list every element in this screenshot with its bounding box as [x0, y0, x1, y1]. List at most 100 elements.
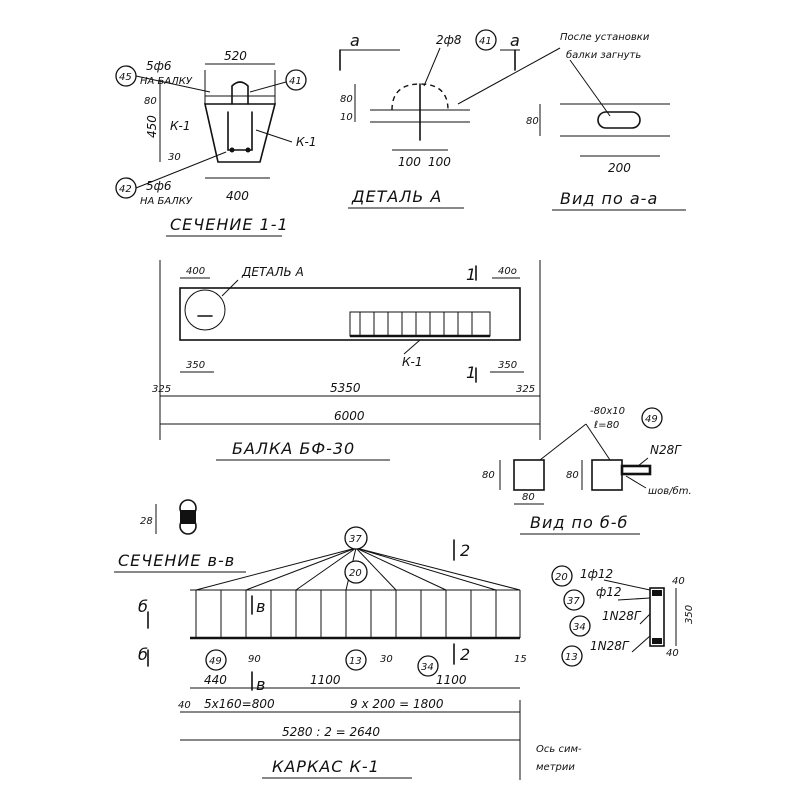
beam-title: БАЛКА БФ-30 [232, 439, 355, 458]
svg-text:13: 13 [565, 652, 578, 663]
svg-text:200: 200 [608, 161, 631, 175]
dim-520: 520 [224, 49, 247, 63]
svg-text:80: 80 [340, 94, 353, 105]
frame-cross-section [649, 587, 665, 647]
svg-text:34: 34 [573, 622, 586, 633]
svg-text:б: б [138, 597, 149, 616]
svg-text:ф12: ф12 [596, 585, 622, 599]
svg-text:Ось сим-: Ось сим- [536, 744, 582, 755]
svg-text:80: 80 [482, 470, 495, 481]
svg-text:350: 350 [498, 360, 517, 371]
svg-text:N28Г: N28Г [650, 443, 682, 457]
svg-text:40: 40 [178, 700, 191, 711]
frame-k1-title: КАРКАС К-1 [272, 757, 380, 776]
svg-text:1ф12: 1ф12 [580, 567, 613, 581]
svg-text:15: 15 [514, 654, 527, 665]
svg-text:30: 30 [168, 152, 181, 163]
svg-text:шов/бm.: шов/бm. [648, 485, 692, 497]
svg-text:350: 350 [186, 360, 205, 371]
svg-text:34: 34 [421, 662, 434, 673]
svg-text:49: 49 [645, 414, 658, 425]
view-b-b: -80х10 ℓ=80 49 80 80 80 N28Г шов/бm. Вид… [482, 406, 692, 535]
svg-text:9 х 200 = 1800: 9 х 200 = 1800 [350, 697, 444, 711]
svg-text:40: 40 [666, 648, 679, 659]
svg-text:2: 2 [460, 541, 471, 560]
svg-text:37: 37 [349, 534, 362, 545]
view-b-b-title: Вид по б-б [530, 513, 628, 532]
svg-text:80: 80 [144, 96, 157, 107]
svg-text:42: 42 [119, 184, 132, 195]
svg-text:5ф6: 5ф6 [146, 59, 172, 73]
svg-text:метрии: метрии [536, 762, 575, 773]
svg-text:37: 37 [567, 596, 580, 607]
svg-text:1: 1 [466, 265, 477, 284]
svg-text:5ф6: 5ф6 [146, 179, 172, 193]
svg-text:40: 40 [672, 576, 685, 587]
svg-text:20: 20 [349, 568, 362, 579]
svg-text:ДЕТАЛЬ А: ДЕТАЛЬ А [241, 265, 304, 279]
mark-41-circle [285, 69, 307, 91]
dim-450: 450 [145, 115, 159, 138]
svg-text:6000: 6000 [334, 409, 365, 423]
frame-legend: 20 1ф12 37 ф12 34 1N28Г 13 1N28Г 40 350 … [551, 565, 695, 667]
frame-k1-in-beam [349, 311, 491, 337]
svg-text:10: 10 [340, 112, 353, 123]
svg-text:350: 350 [684, 605, 695, 624]
svg-text:90: 90 [248, 654, 261, 665]
svg-text:5х160=800: 5х160=800 [204, 697, 275, 711]
beam-cross-section [204, 103, 277, 163]
svg-text:в: в [256, 597, 266, 616]
svg-text:в: в [256, 675, 266, 694]
svg-text:13: 13 [349, 656, 362, 667]
svg-text:1N28Г: 1N28Г [602, 609, 642, 623]
section-v-v-title: СЕЧЕНИЕ в-в [118, 551, 235, 570]
svg-text:НА БАЛКУ: НА БАЛКУ [140, 196, 193, 207]
section-1-1: 520 80 450 30 400 45 5ф6 НА БАЛКУ 41 К-1… [115, 49, 316, 237]
svg-text:К-1: К-1 [170, 119, 190, 133]
svg-text:80: 80 [526, 116, 539, 127]
svg-text:325: 325 [516, 384, 535, 395]
detail-a-title: ДЕТАЛЬ А [351, 187, 442, 206]
detail-a-callout [184, 289, 226, 331]
svg-text:440: 440 [204, 673, 227, 687]
frame-k1: 37 20 2 2 б б в в 49 13 34 15 90 30 440 … [138, 526, 582, 780]
svg-text:К-1: К-1 [296, 135, 316, 149]
mark-20-circle [344, 560, 368, 584]
svg-text:20: 20 [555, 572, 568, 583]
section-1-1-title: СЕЧЕНИЕ 1-1 [170, 215, 289, 234]
loop-hook [231, 81, 249, 105]
svg-text:НА БАЛКУ: НА БАЛКУ [140, 76, 193, 87]
section-v-v: 28 СЕЧЕНИЕ в-в [114, 499, 246, 573]
svg-text:40о: 40о [498, 266, 517, 277]
svg-text:К-1: К-1 [402, 355, 422, 369]
dim-400: 400 [226, 189, 249, 203]
svg-text:400: 400 [186, 266, 205, 277]
stirrup [227, 111, 253, 151]
svg-text:100: 100 [428, 155, 451, 169]
svg-text:а: а [510, 31, 521, 50]
svg-text:балки загнуть: балки загнуть [566, 49, 641, 61]
detail-a: а а 2ф8 41 80 10 100 100 ДЕТАЛЬ А [339, 29, 521, 209]
view-a-a: После установки балки загнуть 80 200 Вид… [457, 32, 686, 211]
svg-text:325: 325 [152, 384, 171, 395]
svg-text:1N28Г: 1N28Г [590, 639, 630, 653]
svg-text:41: 41 [479, 36, 492, 47]
view-a-a-title: Вид по а-а [560, 189, 658, 208]
svg-text:ℓ=80: ℓ=80 [594, 420, 619, 431]
hook-dashed [391, 83, 449, 111]
svg-text:41: 41 [289, 76, 302, 87]
svg-text:б: б [138, 645, 149, 664]
svg-text:5280 : 2 = 2640: 5280 : 2 = 2640 [282, 725, 380, 739]
svg-text:5350: 5350 [330, 381, 361, 395]
svg-text:2ф8: 2ф8 [436, 33, 462, 47]
svg-text:28: 28 [140, 516, 153, 527]
svg-text:1100: 1100 [310, 673, 341, 687]
svg-text:1100: 1100 [436, 673, 467, 687]
svg-text:80: 80 [522, 492, 535, 503]
svg-text:а: а [350, 31, 361, 50]
svg-text:45: 45 [119, 72, 132, 83]
mark-37-circle [344, 526, 368, 550]
svg-text:100: 100 [398, 155, 421, 169]
